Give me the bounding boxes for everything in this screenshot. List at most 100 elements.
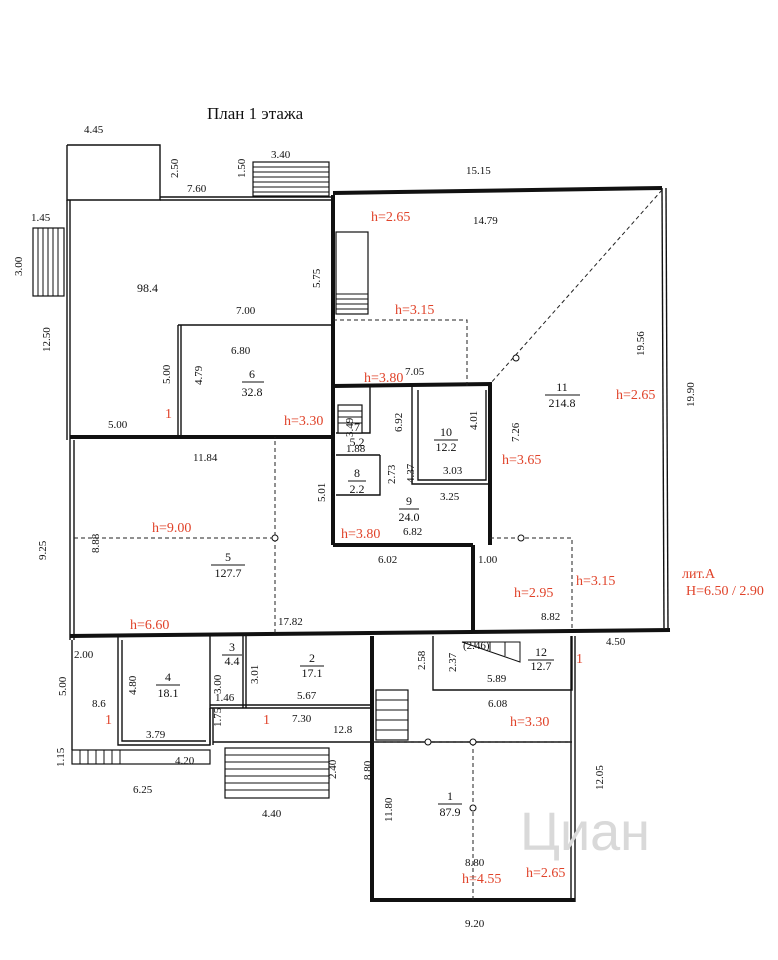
room-number: 5	[225, 550, 231, 564]
height-label: h=2.95	[514, 586, 553, 601]
height-label: h=3.30	[284, 414, 323, 429]
dim-label: 4.80	[127, 675, 139, 695]
dim-label: 6.25	[133, 784, 153, 796]
dim-label: 19.90	[685, 382, 697, 407]
room-area: 12.2	[436, 440, 457, 454]
room-number: 9	[406, 494, 412, 508]
room-area: 12.7	[531, 659, 552, 673]
stair-inner-small	[337, 404, 363, 434]
dim-label: 1.45	[31, 212, 51, 224]
dim-label: 11.80	[383, 797, 395, 822]
dim-label: 1.46	[215, 692, 235, 704]
room-area: 18.1	[158, 686, 179, 700]
dim-label: 5.00	[108, 419, 128, 431]
dim-label: 3.00	[212, 674, 224, 694]
dim-label: 1.50	[236, 158, 248, 178]
dim-label: 7.30	[292, 713, 312, 725]
height-label: h=3.15	[395, 303, 434, 318]
room-number: 12	[535, 645, 547, 659]
entrance-mark: 1	[576, 652, 583, 667]
dim-label: 9.20	[465, 918, 485, 930]
height-label: h=3.80	[341, 527, 380, 542]
dimension-labels: 4.45 2.50 7.60 1.50 3.40 15.15 14.79 1.4…	[13, 124, 697, 930]
dim-label: 19.56	[635, 331, 647, 356]
dim-label: 3.40	[271, 149, 291, 161]
dim-label: 17.82	[278, 616, 303, 628]
height-label: h=2.65	[616, 388, 655, 403]
room-area: 2.2	[350, 482, 365, 496]
room-number: 6	[249, 367, 255, 381]
room-number: 4	[165, 670, 171, 684]
dim-label: 7.05	[405, 366, 425, 378]
room-area: 87.9	[440, 805, 461, 819]
dim-label: 8.88	[90, 533, 102, 553]
stair-left	[32, 227, 65, 297]
dim-label: 4.79	[193, 365, 205, 385]
dim-label: 4.01	[468, 411, 480, 430]
dim-label: 14.79	[473, 215, 498, 227]
height-label: h=3.30	[510, 715, 549, 730]
dim-label: 4.40	[262, 808, 282, 820]
height-label: h=9.00	[152, 521, 191, 536]
dim-label: 6.92	[393, 413, 405, 432]
watermark-text: Циан	[520, 802, 650, 862]
dim-label: 12.8	[333, 724, 353, 736]
dim-label: 4.37	[405, 463, 417, 483]
dim-label: 8.80	[362, 760, 374, 780]
height-label: h=6.60	[130, 618, 169, 633]
dim-label: 8.6	[92, 698, 106, 710]
room-number: 2	[309, 651, 315, 665]
dim-label: 12.50	[41, 327, 53, 352]
dim-label: 6.02	[378, 554, 397, 566]
dim-label: 6.82	[403, 526, 422, 538]
dim-label: 2.73	[386, 464, 398, 484]
dim-label: 4.20	[175, 755, 195, 767]
stair-inner-top	[335, 231, 369, 315]
stair-center-low	[375, 689, 409, 741]
stair-bottom-left	[71, 749, 211, 765]
room-number: 7	[354, 420, 360, 434]
wall-nodes	[271, 354, 525, 812]
entrance-mark: 1	[165, 407, 172, 422]
room-area: 127.7	[215, 566, 242, 580]
dim-label: 9.25	[37, 540, 49, 560]
dim-label: 6.80	[231, 345, 251, 357]
room-number: 10	[440, 425, 452, 439]
dim-label: 2.50	[169, 158, 181, 178]
dim-label: 7.26	[510, 422, 522, 442]
room-area: 98.4	[137, 281, 158, 295]
stair-top	[252, 161, 330, 197]
dim-label: (2.46)	[463, 640, 490, 652]
dim-label: 3.01	[249, 665, 261, 684]
dim-label: 4.45	[84, 124, 104, 136]
height-label: h=3.15	[576, 574, 615, 589]
dim-label: 5.01	[316, 483, 328, 502]
dim-label: 1.88	[346, 443, 366, 455]
dim-label: 5.67	[297, 690, 317, 702]
dim-label: 5.00	[161, 364, 173, 384]
dim-label: 2.40	[327, 759, 339, 779]
dim-label: 15.15	[466, 165, 491, 177]
height-label: h=2.65	[371, 210, 410, 225]
dim-label: 8.80	[465, 857, 485, 869]
height-label: h=3.65	[502, 453, 541, 468]
plan-title: План 1 этажа	[207, 104, 304, 123]
dim-label: 7.00	[236, 305, 256, 317]
dim-label: 1.75	[212, 707, 224, 727]
dim-label: 3.25	[440, 491, 460, 503]
room-area: 4.4	[225, 654, 240, 668]
dim-label: 6.08	[488, 698, 508, 710]
room-number: 8	[354, 466, 360, 480]
dim-label: 5.00	[57, 676, 69, 696]
dim-label: 1.15	[55, 747, 67, 767]
room-number: 11	[556, 380, 568, 394]
ceiling-height-lines	[74, 319, 573, 900]
walls	[66, 144, 671, 902]
lit-label: лит.А	[682, 567, 716, 582]
dim-label: 3.00	[13, 256, 25, 276]
dim-label: 5.75	[311, 268, 323, 288]
dim-label: 2.37	[447, 652, 459, 672]
room-number: 1	[447, 789, 453, 803]
room-labels: 98.4 6 32.8 7 5.2 8 2.2 9 24.0 10 12.2 1…	[137, 281, 580, 819]
